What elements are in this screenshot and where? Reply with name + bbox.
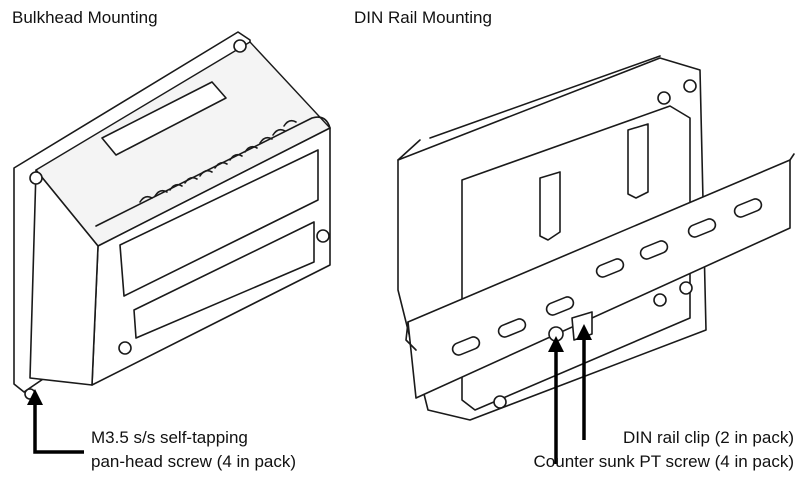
din-screw-icon xyxy=(679,281,693,295)
din-clip-arrowhead xyxy=(576,324,592,340)
bulkhead-terminal-slots xyxy=(139,119,297,203)
bulkhead-screw-icon xyxy=(29,171,43,185)
bulkhead-screw-icon xyxy=(316,229,330,243)
din-rail-mounting-title: DIN Rail Mounting xyxy=(354,8,492,27)
bulkhead-front-panel-lower xyxy=(133,221,315,339)
bulkhead-mounting-title: Bulkhead Mounting xyxy=(12,8,158,27)
din-rail-face xyxy=(407,159,791,399)
bulkhead-screw-arrowhead xyxy=(27,389,43,405)
din-screw-icon xyxy=(493,395,507,409)
din-screw-icon xyxy=(683,79,697,93)
bulkhead-display-window xyxy=(101,81,227,156)
din-screw-icon xyxy=(653,293,667,307)
bulkhead-enclosure xyxy=(13,31,331,400)
bulkhead-screw-callout-line2: pan-head screw (4 in pack) xyxy=(91,452,297,471)
bulkhead-screw-icon xyxy=(233,39,247,53)
pt-screw-arrowhead xyxy=(548,336,564,352)
pt-screw-callout: Counter sunk PT screw (4 in pack) xyxy=(533,452,794,471)
bulkhead-screw-callout-line1: M3.5 s/s self-tapping xyxy=(91,428,248,447)
bulkhead-screw-leader xyxy=(33,405,84,454)
din-clip-upper xyxy=(539,171,561,241)
din-rail-slots xyxy=(451,198,763,356)
din-clip-callout: DIN rail clip (2 in pack) xyxy=(623,428,794,447)
din-clip-lower xyxy=(627,123,649,199)
din-screw-icon xyxy=(657,91,671,105)
bulkhead-side-face xyxy=(29,169,99,386)
bulkhead-screw-icon xyxy=(118,341,132,355)
bulkhead-front-panel-upper xyxy=(119,149,319,297)
din-rail xyxy=(405,153,795,399)
